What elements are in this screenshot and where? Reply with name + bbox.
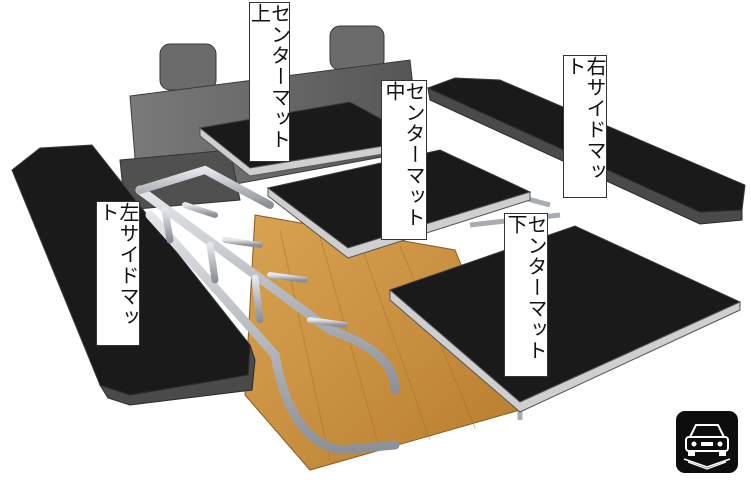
frame-cross-1: [182, 202, 218, 218]
label-center-mat-bottom: センターマット下: [504, 213, 548, 377]
headrest-right: [329, 25, 385, 71]
label-center-mat-top: センターマット上: [248, 2, 292, 162]
frame-post-2: [206, 241, 219, 284]
label-center-mat-middle: センターマット中: [381, 80, 427, 240]
frame-post-1: [161, 206, 174, 244]
frame-rail-back: [136, 165, 274, 209]
right-side-mat-edge: [427, 87, 743, 225]
brand-logo: [676, 411, 738, 473]
frame-rail-top: [135, 185, 400, 395]
center-mat-bottom-edge: [389, 288, 741, 413]
label-right-side-mat: 右サイドマット: [563, 55, 607, 198]
frame-cross-3: [267, 272, 308, 283]
left-side-mat-edge: [98, 344, 256, 406]
label-left-side-mat: 左サイドマット: [96, 201, 140, 346]
frame-cross-2: [222, 237, 263, 248]
aluminum-frame: [135, 165, 400, 455]
frame-rail-bottom: [145, 210, 400, 455]
frame-cross-4: [307, 317, 348, 328]
headrest-left: [159, 43, 217, 91]
center-mat-middle-edge: [267, 187, 531, 259]
frame-post-3: [251, 274, 264, 324]
car-front-icon: [683, 424, 731, 470]
